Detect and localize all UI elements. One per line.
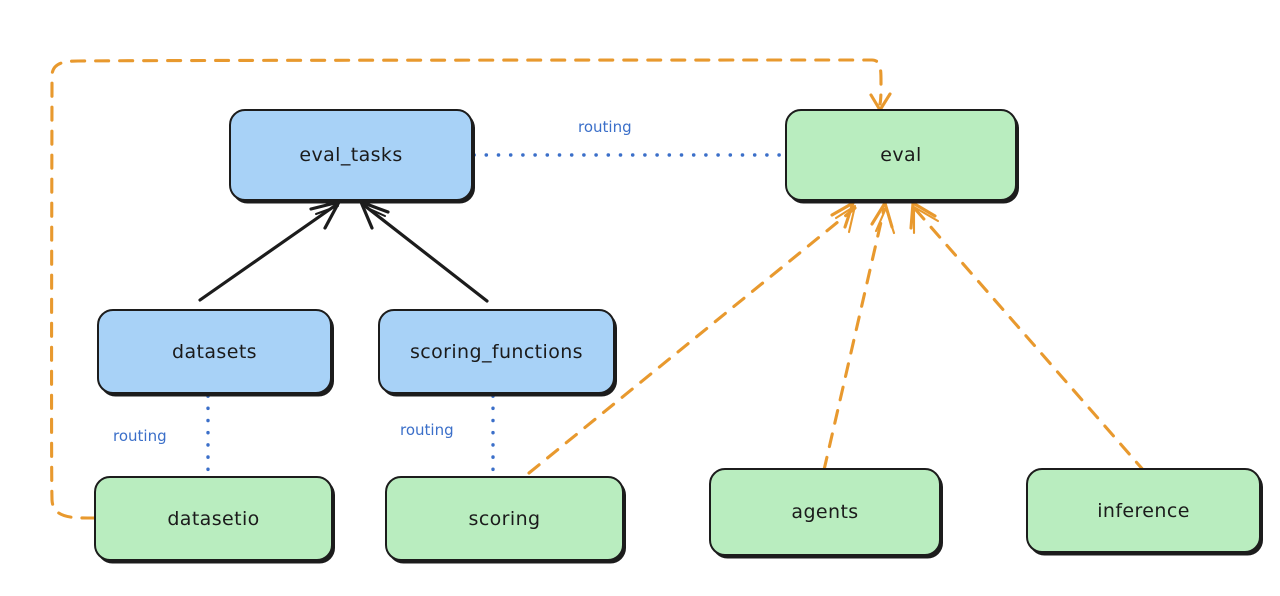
node-label: eval [880, 144, 922, 166]
node-label: datasets [172, 340, 257, 363]
node-scoring_functions[interactable]: scoring_functions [378, 309, 615, 394]
node-label: agents [791, 501, 859, 523]
node-label: eval_tasks [299, 144, 403, 166]
node-datasets[interactable]: datasets [97, 309, 332, 394]
edge-label-routing-datasets-datasetio: routing [113, 427, 167, 445]
edge-scoring-to-eval [527, 201, 857, 475]
node-datasetio[interactable]: datasetio [94, 476, 333, 561]
edge-datasets-to-eval_tasks [198, 200, 341, 302]
edge-inference-to-eval [909, 201, 1147, 474]
node-label: scoring [468, 507, 541, 530]
edge-label-routing-scoring_functions-scoring: routing [400, 421, 454, 439]
edge-scoring_functions-to-eval_tasks [359, 200, 489, 303]
node-agents[interactable]: agents [709, 468, 941, 556]
node-eval_tasks[interactable]: eval_tasks [229, 109, 473, 201]
edge-agents-to-eval [822, 201, 896, 472]
node-eval[interactable]: eval [785, 109, 1017, 201]
node-label: inference [1097, 499, 1190, 522]
node-scoring[interactable]: scoring [385, 476, 624, 561]
edge-label-routing-eval_tasks-eval: routing [578, 118, 632, 136]
node-label: scoring_functions [410, 340, 583, 363]
node-label: datasetio [167, 507, 260, 530]
node-inference[interactable]: inference [1026, 468, 1261, 553]
